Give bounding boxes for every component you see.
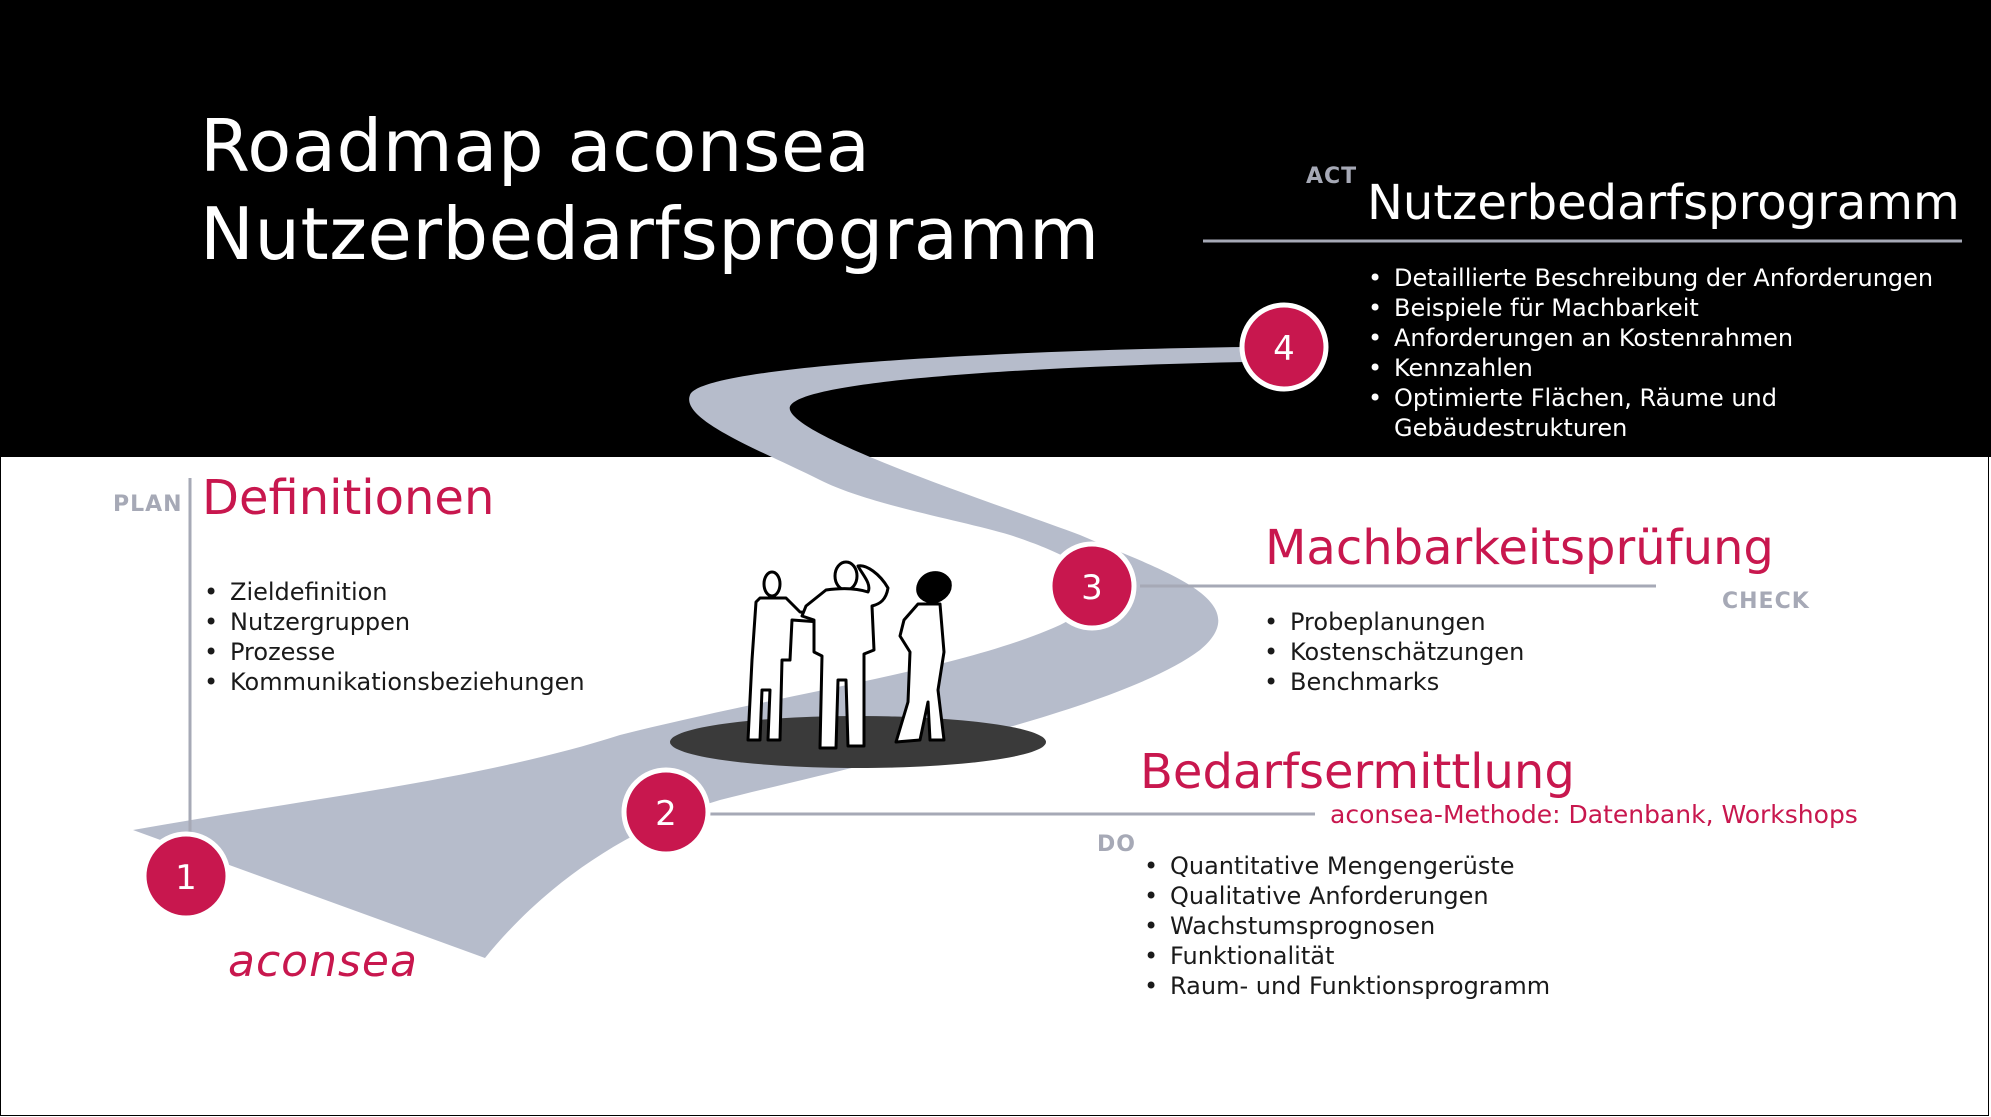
list-item: Wachstumsprognosen [1142, 911, 1550, 941]
list-item: Kennzahlen [1366, 353, 1933, 383]
list-item: Qualitative Anforderungen [1142, 881, 1550, 911]
act-list: Detaillierte Beschreibung der Anforderun… [1366, 263, 1933, 443]
list-item: Prozesse [202, 637, 585, 667]
list-item: Anforderungen an Kostenrahmen [1366, 323, 1933, 353]
list-item: Benchmarks [1262, 667, 1524, 697]
step-marker-3: 3 [1047, 541, 1137, 631]
brand-logo: aconsea [228, 936, 418, 987]
step-number-1: 1 [175, 858, 197, 898]
plan-label: PLAN [113, 492, 183, 517]
road-path [133, 347, 1245, 958]
list-item: Probeplanungen [1262, 607, 1524, 637]
list-item: Nutzergruppen [202, 607, 585, 637]
people-walking-icon [746, 560, 952, 750]
step-marker-2: 2 [621, 767, 711, 857]
list-item: Beispiele für Machbarkeit [1366, 293, 1933, 323]
plan-list: Zieldefinition Nutzergruppen Prozesse Ko… [202, 577, 585, 697]
list-item: Zieldefinition [202, 577, 585, 607]
step-number-3: 3 [1081, 568, 1103, 608]
step-marker-4: 4 [1239, 302, 1329, 392]
do-heading: Bedarfsermittlung [1140, 744, 1575, 800]
act-label: ACT [1306, 164, 1358, 189]
act-heading: Nutzerbedarfsprogramm [1367, 175, 1960, 231]
step-number-4: 4 [1273, 329, 1295, 369]
do-label: DO [1097, 832, 1136, 857]
step-marker-1: 1 [141, 831, 231, 921]
plan-heading: Definitionen [202, 470, 495, 526]
page-title: Roadmap aconsea Nutzerbedarfsprogramm [200, 102, 1100, 278]
page-title-line-1: Roadmap aconsea [200, 104, 871, 188]
list-item: Kommunikationsbeziehungen [202, 667, 585, 697]
check-list: Probeplanungen Kostenschätzungen Benchma… [1262, 607, 1524, 697]
do-subheading: aconsea-Methode: Datenbank, Workshops [1330, 800, 1858, 829]
list-item: Detaillierte Beschreibung der Anforderun… [1366, 263, 1933, 293]
content-band [0, 457, 1989, 1116]
step-number-2: 2 [655, 794, 677, 834]
list-item: Raum- und Funktionsprogramm [1142, 971, 1550, 1001]
check-heading: Machbarkeitsprüfung [1265, 520, 1774, 576]
check-label: CHECK [1722, 589, 1810, 614]
list-item: Funktionalität [1142, 941, 1550, 971]
list-item: Optimierte Flächen, Räume und [1366, 383, 1933, 413]
list-item: Kostenschätzungen [1262, 637, 1524, 667]
list-item: Quantitative Mengengerüste [1142, 851, 1550, 881]
page-title-line-2: Nutzerbedarfsprogramm [200, 192, 1100, 276]
list-item-continuation: Gebäudestrukturen [1394, 414, 1628, 442]
do-list: Quantitative Mengengerüste Qualitative A… [1142, 851, 1550, 1001]
